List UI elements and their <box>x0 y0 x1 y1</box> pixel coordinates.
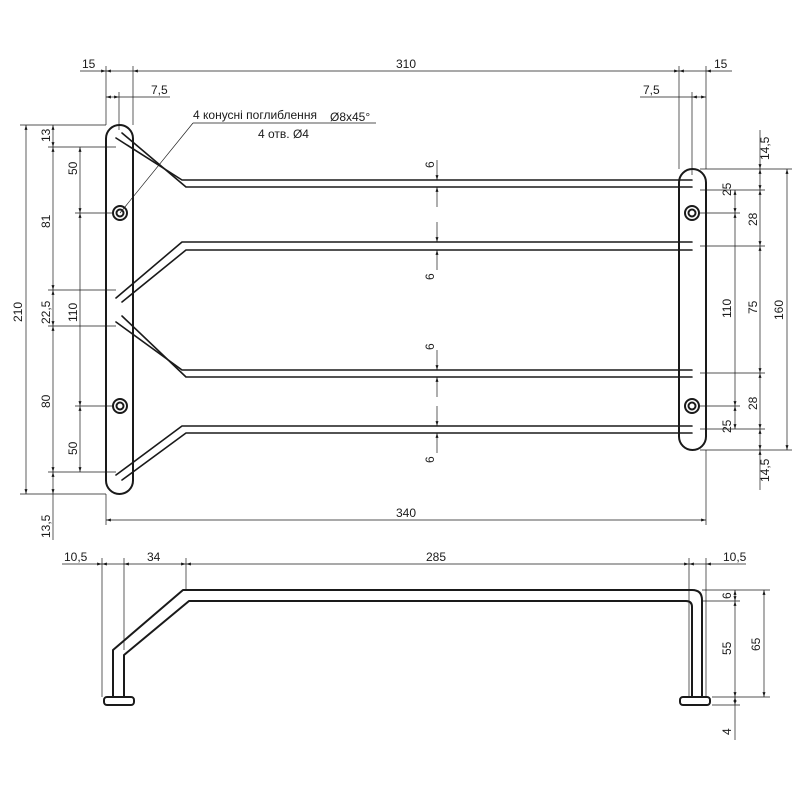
dim-left-hole-offset: 7,5 <box>151 83 168 97</box>
dim-side-10-5-left: 10,5 <box>64 550 88 564</box>
dim-right-14-5-top: 14,5 <box>758 136 772 160</box>
dim-left-81: 81 <box>39 214 53 228</box>
side-rod-outer <box>112 589 703 698</box>
dim-right-25-top: 25 <box>720 182 734 196</box>
rod-thickness-1: 6 <box>423 160 439 207</box>
dim-bottom-total: 340 <box>396 506 416 520</box>
right-mounting-bar <box>678 168 707 451</box>
dim-right-28-bottom: 28 <box>746 396 760 410</box>
dim-top-span: 310 <box>396 57 416 71</box>
note-line-1: 4 конусні поглиблення <box>193 108 317 122</box>
mounting-hole-right-bottom <box>684 398 700 414</box>
dim-left-50-top: 50 <box>66 161 80 175</box>
dim-left-13-5: 13,5 <box>39 514 53 538</box>
svg-text:6: 6 <box>423 343 437 350</box>
rod-2 <box>115 241 693 303</box>
note-leader <box>119 122 376 214</box>
dim-left-total: 210 <box>11 302 25 322</box>
dim-right-110: 110 <box>720 299 734 318</box>
svg-text:6: 6 <box>423 273 437 280</box>
dim-right-75: 75 <box>746 300 760 314</box>
dim-left-22-5: 22,5 <box>39 300 53 324</box>
left-mounting-bar <box>105 124 134 495</box>
dim-side-6: 6 <box>720 592 734 599</box>
dim-side-4: 4 <box>720 728 734 735</box>
mounting-hole-left-bottom <box>112 398 128 414</box>
side-right-foot <box>679 696 711 706</box>
rod-1 <box>115 132 693 188</box>
note-line-2: 4 отв. Ø4 <box>258 127 309 141</box>
dim-left-80: 80 <box>39 394 53 408</box>
dim-left-13: 13 <box>39 128 53 142</box>
note-line-1-diameter: Ø8x45° <box>330 110 370 124</box>
dim-side-285: 285 <box>426 550 446 564</box>
svg-text:6: 6 <box>423 161 437 168</box>
rod-3 <box>115 315 693 378</box>
side-view-dimensions: 10,5 34 285 10,5 6 55 4 65 <box>62 550 770 740</box>
top-view-dimensions: 15 310 15 7,5 7,5 210 13 81 22,5 13,5 <box>11 57 792 540</box>
dim-side-10-5-right: 10,5 <box>723 550 747 564</box>
rod-thickness-2: 6 <box>423 222 439 280</box>
dim-right-hole-offset: 7,5 <box>643 83 660 97</box>
dim-top-right-width: 15 <box>714 57 728 71</box>
mounting-hole-right-top <box>684 205 700 221</box>
rod-thickness-3: 6 <box>423 343 439 397</box>
dim-side-65: 65 <box>749 637 763 651</box>
svg-text:6: 6 <box>423 456 437 463</box>
dim-left-50-bottom: 50 <box>66 441 80 455</box>
dim-right-160: 160 <box>772 300 786 320</box>
dim-side-34: 34 <box>147 550 161 564</box>
dim-side-55: 55 <box>720 641 734 655</box>
dim-right-25-bottom: 25 <box>720 419 734 433</box>
dim-right-14-5-bottom: 14,5 <box>758 458 772 482</box>
top-view: 4 конусні поглиблення Ø8x45° 4 отв. Ø4 <box>105 108 707 495</box>
rod-4 <box>115 425 693 481</box>
dim-left-110: 110 <box>66 303 80 322</box>
side-view <box>103 589 711 706</box>
side-rod-inner <box>123 600 693 698</box>
dim-right-28-top: 28 <box>746 212 760 226</box>
rod-thickness-4: 6 <box>423 406 439 463</box>
side-left-foot <box>103 696 135 706</box>
dim-top-left-width: 15 <box>82 57 96 71</box>
